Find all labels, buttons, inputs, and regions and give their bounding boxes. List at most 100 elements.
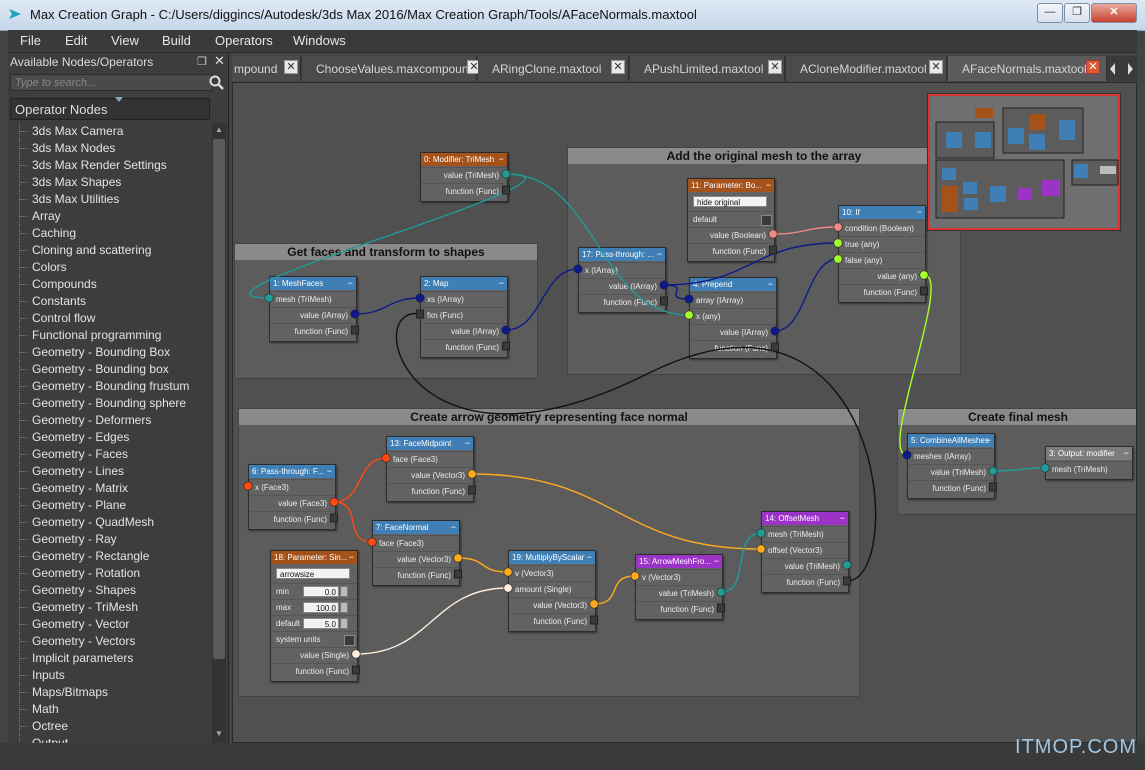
- graph-node[interactable]: 0: Modifier: TriMesh−value (TriMesh)func…: [420, 152, 508, 202]
- node-header[interactable]: 5: CombineAllMeshes−: [908, 434, 994, 447]
- close-panel-icon[interactable]: ✕: [214, 53, 225, 68]
- operator-category-item[interactable]: Geometry - Rotation: [8, 565, 212, 582]
- graph-node[interactable]: 13: FaceMidpoint−face (Face3)value (Vect…: [386, 436, 474, 502]
- operator-category-item[interactable]: Caching: [8, 225, 212, 242]
- operator-category-item[interactable]: Geometry - Faces: [8, 446, 212, 463]
- operator-category-item[interactable]: Geometry - QuadMesh: [8, 514, 212, 531]
- operator-category-item[interactable]: Output: [8, 735, 212, 743]
- node-minimize-icon[interactable]: −: [916, 207, 922, 217]
- number-input[interactable]: 0.0: [303, 586, 339, 597]
- operator-category-item[interactable]: Geometry - Vector: [8, 616, 212, 633]
- restore-button[interactable]: ❐: [1064, 3, 1090, 23]
- operator-category-item[interactable]: Geometry - Deformers: [8, 412, 212, 429]
- operator-category-item[interactable]: Array: [8, 208, 212, 225]
- close-tab-icon[interactable]: ✕: [929, 60, 943, 74]
- search-icon[interactable]: [208, 74, 226, 92]
- operator-category-item[interactable]: Geometry - Plane: [8, 497, 212, 514]
- float-panel-icon[interactable]: ❐: [197, 56, 207, 68]
- menu-operators[interactable]: Operators: [215, 33, 273, 48]
- operator-category-item[interactable]: Geometry - TriMesh: [8, 599, 212, 616]
- operator-category-item[interactable]: Inputs: [8, 667, 212, 684]
- node-header[interactable]: 18: Parameter: Sin...−: [271, 551, 357, 564]
- operator-category-item[interactable]: Geometry - Ray: [8, 531, 212, 548]
- graph-node[interactable]: 6: Pass-through: F...−x (Face3)value (Fa…: [248, 464, 336, 530]
- parameter-name-field[interactable]: arrowsize: [276, 568, 350, 579]
- node-header[interactable]: 13: FaceMidpoint−: [387, 437, 473, 450]
- checkbox[interactable]: [344, 635, 355, 646]
- node-header[interactable]: 17: Pass-through: ...−: [579, 248, 665, 261]
- node-minimize-icon[interactable]: −: [450, 522, 456, 532]
- scrollbar-thumb[interactable]: [213, 139, 225, 659]
- search-input[interactable]: Type to search...: [10, 74, 213, 91]
- node-header[interactable]: 15: ArrowMeshFro...−: [636, 555, 722, 568]
- graph-node[interactable]: 3: Output: modifier−mesh (TriMesh): [1045, 446, 1133, 480]
- menu-file[interactable]: File: [20, 33, 41, 48]
- operator-category-item[interactable]: Implicit parameters: [8, 650, 212, 667]
- node-minimize-icon[interactable]: −: [348, 552, 354, 562]
- operator-category-item[interactable]: Control flow: [8, 310, 212, 327]
- operator-category-item[interactable]: Maps/Bitmaps: [8, 684, 212, 701]
- graph-node[interactable]: 10: If−condition (Boolean)true (any)fals…: [838, 205, 926, 303]
- operator-category-item[interactable]: Geometry - Matrix: [8, 480, 212, 497]
- minimize-button[interactable]: —: [1037, 3, 1063, 23]
- graph-canvas[interactable]: Get faces and transform to shapes Add th…: [232, 82, 1137, 743]
- close-button[interactable]: ✕: [1091, 3, 1137, 23]
- tab-document[interactable]: ACloneModifier.maxtool✕: [786, 56, 947, 81]
- operator-category-item[interactable]: Octree: [8, 718, 212, 735]
- node-header[interactable]: 6: Pass-through: F...−: [249, 465, 335, 478]
- operator-category-item[interactable]: Colors: [8, 259, 212, 276]
- operator-category-item[interactable]: Functional programming: [8, 327, 212, 344]
- close-tab-icon[interactable]: ✕: [768, 60, 782, 74]
- graph-node[interactable]: 19: MultiplyByScalar−v (Vector3)amount (…: [508, 550, 596, 632]
- operator-category-item[interactable]: Cloning and scattering: [8, 242, 212, 259]
- operator-category-item[interactable]: Geometry - Shapes: [8, 582, 212, 599]
- close-tab-icon[interactable]: ✕: [1086, 60, 1100, 74]
- tab-document[interactable]: AFaceNormals.maxtool✕: [948, 56, 1107, 81]
- operator-category-item[interactable]: Geometry - Edges: [8, 429, 212, 446]
- node-header[interactable]: 1: MeshFaces−: [270, 277, 356, 290]
- graph-node[interactable]: 15: ArrowMeshFro...−v (Vector3)value (Tr…: [635, 554, 723, 620]
- node-minimize-icon[interactable]: −: [347, 278, 353, 288]
- node-minimize-icon[interactable]: −: [498, 278, 504, 288]
- operator-category-item[interactable]: Geometry - Rectangle: [8, 548, 212, 565]
- node-minimize-icon[interactable]: −: [839, 513, 845, 523]
- number-input[interactable]: 5.0: [303, 618, 339, 629]
- parameter-name-field[interactable]: hide original: [693, 196, 767, 207]
- menu-windows[interactable]: Windows: [293, 33, 346, 48]
- tab-document[interactable]: ChooseValues.maxcompound✕: [302, 56, 481, 81]
- close-tab-icon[interactable]: ✕: [611, 60, 625, 74]
- node-header[interactable]: 2: Map−: [421, 277, 507, 290]
- operator-category-item[interactable]: Geometry - Bounding box: [8, 361, 212, 378]
- spinner[interactable]: [340, 618, 348, 629]
- node-minimize-icon[interactable]: −: [767, 279, 773, 289]
- spinner[interactable]: [340, 586, 348, 597]
- node-header[interactable]: 10: If−: [839, 206, 925, 219]
- node-minimize-icon[interactable]: −: [1123, 448, 1129, 458]
- menu-edit[interactable]: Edit: [65, 33, 88, 48]
- category-dropdown[interactable]: Operator Nodes: [10, 97, 210, 120]
- node-minimize-icon[interactable]: −: [464, 438, 470, 448]
- node-minimize-icon[interactable]: −: [326, 466, 332, 476]
- operator-category-item[interactable]: Compounds: [8, 276, 212, 293]
- checkbox[interactable]: [761, 215, 772, 226]
- graph-node[interactable]: 5: CombineAllMeshes−meshes (IArray)value…: [907, 433, 995, 499]
- node-header[interactable]: 7: FaceNormal−: [373, 521, 459, 534]
- node-header[interactable]: 19: MultiplyByScalar−: [509, 551, 595, 564]
- operator-category-item[interactable]: Geometry - Vectors: [8, 633, 212, 650]
- spinner[interactable]: [340, 602, 348, 613]
- operator-category-item[interactable]: Constants: [8, 293, 212, 310]
- list-scrollbar[interactable]: ▲ ▼: [212, 123, 226, 743]
- node-minimize-icon[interactable]: −: [656, 249, 662, 259]
- operator-category-item[interactable]: Math: [8, 701, 212, 718]
- graph-node[interactable]: 17: Pass-through: ...−x (IArray)value (I…: [578, 247, 666, 313]
- number-input[interactable]: 100.0: [303, 602, 339, 613]
- node-header[interactable]: 14: OffsetMesh−: [762, 512, 848, 525]
- graph-node[interactable]: 7: FaceNormal−face (Face3)value (Vector3…: [372, 520, 460, 586]
- operator-category-item[interactable]: 3ds Max Render Settings: [8, 157, 212, 174]
- operator-category-item[interactable]: 3ds Max Shapes: [8, 174, 212, 191]
- node-minimize-icon[interactable]: −: [765, 180, 771, 190]
- node-minimize-icon[interactable]: −: [498, 154, 504, 164]
- operator-category-item[interactable]: Geometry - Lines: [8, 463, 212, 480]
- tab-scroll-icons[interactable]: [1108, 60, 1138, 78]
